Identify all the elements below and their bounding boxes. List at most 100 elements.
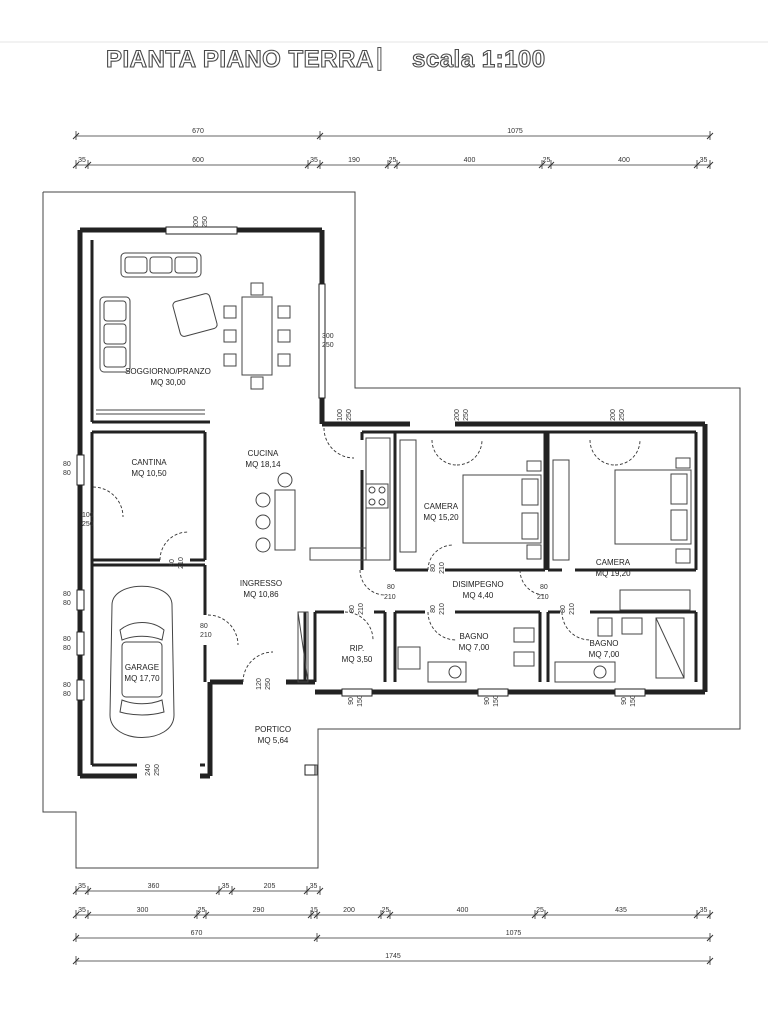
dimension-slash [384,161,392,169]
room-area-garage: MQ 17,70 [124,674,160,683]
room-area-bagno-2: MQ 7,00 [589,650,620,659]
opening-door-cantina-ext-h: 250 [82,521,94,528]
dimension-label: 1075 [507,128,523,135]
dimension-slash [706,934,714,942]
room-area-soggiorno: MQ 30,00 [150,378,186,387]
dimension-slash [541,911,549,919]
dimension-slash [316,161,324,169]
opening-door-garage-ingresso-w: 80 [200,623,208,630]
opening-door-garage-w: 240 [145,764,152,776]
dimension-slash [313,934,321,942]
opening-win-bagno-1-w: 90 [484,697,491,705]
dimension-label: 25 [389,157,397,164]
room-area-portico: MQ 5,64 [258,736,289,745]
dimension-label: 400 [618,157,630,164]
room-name-cantina: CANTINA [131,458,167,467]
dimension-label: 25 [543,157,551,164]
opening-win-soggiorno-top-w: 200 [193,216,200,228]
opening-door-camera-1-h: 210 [439,562,446,574]
room-name-camera-1: CAMERA [424,502,459,511]
drawing-title: PIANTA PIANO TERRA | scala 1:100 [0,44,768,80]
room-area-disimpegno: MQ 4,40 [463,591,494,600]
dimension-slash [307,911,315,919]
title-scale: scala 1:100 [411,45,546,73]
door-swings [92,427,641,683]
dimension-slash [72,911,80,919]
dimension-slash [84,911,92,919]
cucina-counters [255,437,391,561]
opening-win-camera-1-h: 250 [463,409,470,421]
dimension-slash [202,911,210,919]
opening-win-camera-2-h: 250 [619,409,626,421]
dimension-slash [84,161,92,169]
title-separator: | [375,44,384,72]
opening-door-ingresso-w: 120 [256,678,263,690]
dimension-slash [538,161,546,169]
opening-door-bagno-2-w: 80 [560,605,567,613]
dimension-label: 1745 [385,953,401,960]
room-area-cantina: MQ 10,50 [131,469,167,478]
lot-outline [42,191,741,869]
dimension-label: 35 [700,157,708,164]
dimension-slash [393,161,401,169]
dimension-slash [72,934,80,942]
opening-door-disimpegno-2-h: 210 [537,594,549,601]
dimension-slash [706,161,714,169]
dimension-label: 35 [78,907,86,914]
opening-win-camera-1-w: 200 [454,409,461,421]
dimension-slash [693,161,701,169]
room-name-garage: GARAGE [125,663,159,672]
dimension-label: 600 [192,157,204,164]
opening-win-rip-h: 150 [357,695,364,707]
room-area-cucina: MQ 18,14 [245,460,281,469]
opening-win-garage-2-h: 80 [63,645,71,652]
room-name-portico: PORTICO [255,725,291,734]
dimension-slash [386,911,394,919]
opening-door-garage-h: 250 [154,764,161,776]
furniture [99,252,692,776]
interior-walls [90,240,698,767]
title-main: PIANTA PIANO TERRA [105,45,374,73]
opening-win-soggiorno-right-h: 250 [322,342,334,349]
room-name-cucina: CUCINA [248,449,279,458]
dimension-label: 190 [348,157,360,164]
dimension-label: 35 [78,157,86,164]
exterior-walls [77,227,708,779]
opening-door-cucina-w: 100 [337,409,344,421]
room-name-soggiorno: SOGGIORNO/PRANZO [125,367,211,376]
dimension-slash [706,957,714,965]
dimension-slash [303,887,311,895]
dimension-slash [193,911,201,919]
dimension-label: 1075 [506,930,522,937]
dimension-slash [304,161,312,169]
opening-door-bagno-1-w: 80 [430,605,437,613]
car-in-garage [109,585,175,738]
room-area-camera-1: MQ 15,20 [423,513,459,522]
dimension-slash [706,911,714,919]
dimension-label: 205 [264,883,276,890]
room-name-bagno-1: BAGNO [460,632,489,641]
dimension-label: 25 [536,907,544,914]
dimension-label: 35 [222,883,230,890]
dimension-label: 35 [700,907,708,914]
dimension-label: 25 [198,907,206,914]
opening-door-disimpegno-1-h: 210 [384,594,396,601]
dimension-slash [693,911,701,919]
room-area-camera-2: MQ 19,20 [595,569,631,578]
opening-win-soggiorno-top-h: 250 [202,216,209,228]
dimension-label: 200 [343,907,355,914]
opening-door-camera-1-w: 80 [430,564,437,572]
opening-win-cantina-w: 80 [63,461,71,468]
opening-win-bagno-2-w: 90 [621,697,628,705]
opening-win-bagno-2-h: 150 [630,695,637,707]
opening-door-bagno-2-h: 210 [569,603,576,615]
opening-door-disimpegno-1-w: 80 [387,584,395,591]
opening-win-garage-1-h: 80 [63,600,71,607]
opening-win-bagno-1-h: 150 [493,695,500,707]
dimension-slash [72,132,80,140]
